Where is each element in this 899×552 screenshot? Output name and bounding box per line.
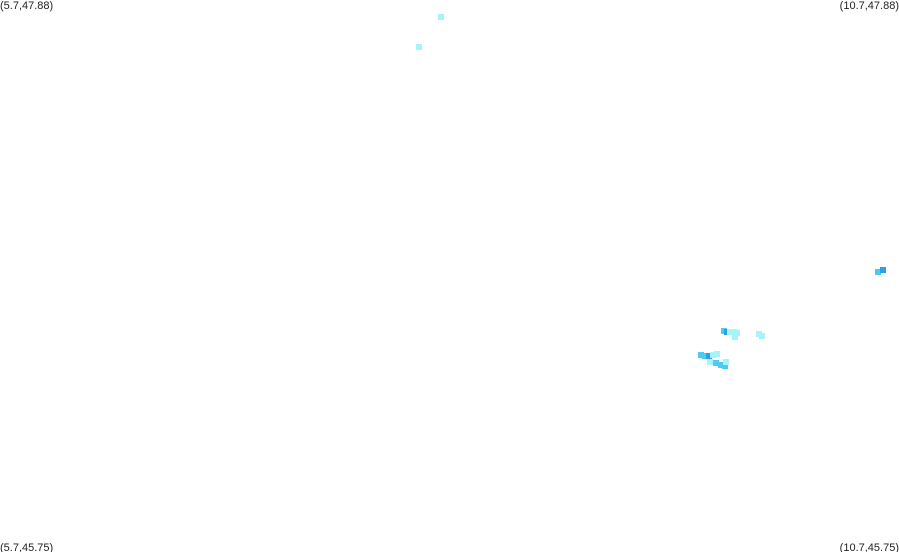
corner-label-top-right: (10.7,47.88) bbox=[839, 0, 899, 12]
corner-label-top-left: (5.7,47.88) bbox=[0, 0, 54, 12]
raster-cell bbox=[718, 362, 724, 368]
raster-cell bbox=[732, 334, 738, 340]
raster-cell bbox=[714, 351, 720, 357]
raster-cell bbox=[880, 267, 886, 273]
raster-cell bbox=[723, 359, 729, 365]
raster-cell bbox=[727, 329, 733, 335]
corner-label-bottom-right: (10.7,45.75) bbox=[839, 542, 899, 552]
raster-cell bbox=[707, 359, 713, 365]
raster-cell bbox=[698, 352, 704, 358]
raster-cell bbox=[713, 360, 719, 366]
raster-cell bbox=[702, 353, 708, 359]
raster-cell bbox=[722, 363, 728, 369]
raster-cell bbox=[438, 14, 444, 20]
raster-cell bbox=[706, 353, 712, 359]
raster-cell bbox=[759, 333, 765, 339]
raster-cell bbox=[416, 44, 422, 50]
raster-cell bbox=[710, 352, 716, 358]
raster-cell bbox=[734, 330, 740, 336]
raster-cell bbox=[875, 269, 881, 275]
corner-label-bottom-left: (5.7,45.75) bbox=[0, 542, 54, 552]
